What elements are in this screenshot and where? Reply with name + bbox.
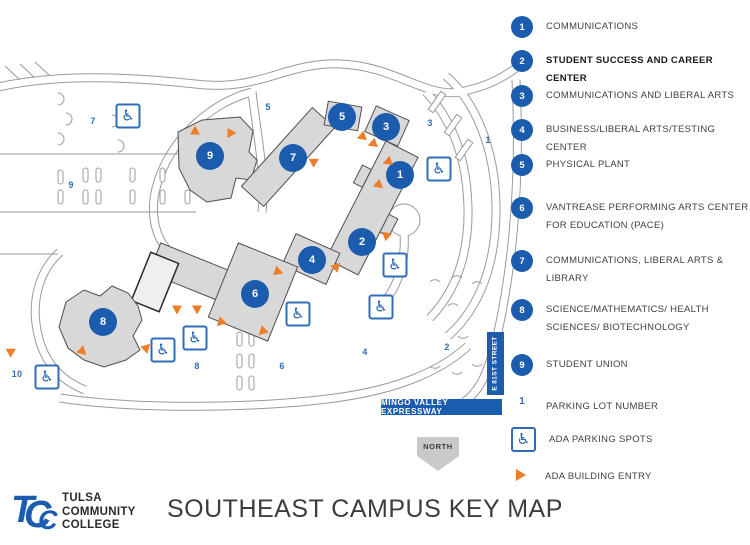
legend-circle-3: 3: [511, 85, 533, 107]
legend-label-parking-lot-number: PARKING LOT NUMBER: [546, 401, 659, 412]
legend-item-ada-entry: ADA BUILDING ENTRY: [511, 466, 749, 486]
svg-text:C: C: [24, 494, 52, 533]
legend-label-1: COMMUNICATIONS: [546, 21, 639, 32]
page-title: SOUTHEAST CAMPUS KEY MAP: [167, 495, 563, 523]
legend-label-2: STUDENT SUCCESS AND CAREER CENTER: [546, 55, 713, 84]
legend-circle-2: 2: [511, 50, 533, 72]
ada-wheelchair-icon: ♿: [511, 427, 536, 452]
legend-item-8: 8 SCIENCE/MATHEMATICS/ HEALTH SCIENCES/ …: [511, 299, 749, 337]
legend-circle-7: 7: [511, 250, 533, 272]
tcc-logo-wordmark: TULSA COMMUNITY COLLEGE: [62, 492, 136, 533]
logo-line-community: COMMUNITY: [62, 505, 136, 518]
legend-item-1: 1 COMMUNICATIONS: [511, 16, 749, 38]
logo-line-college: COLLEGE: [62, 519, 120, 532]
building-3-shape: [364, 105, 410, 147]
legend-circle-4: 4: [511, 119, 533, 141]
legend-item-4: 4 BUSINESS/LIBERAL ARTS/TESTING CENTER: [511, 119, 749, 157]
street-label-e-81st: E 81ST STREET: [487, 332, 504, 395]
legend-item-parking-lot-number: 1 PARKING LOT NUMBER: [511, 396, 749, 416]
north-arrow-point: [417, 456, 459, 471]
legend-label-5: PHYSICAL PLANT: [546, 159, 631, 170]
legend-circle-9: 9: [511, 354, 533, 376]
building-5-shape: [323, 100, 363, 132]
tcc-logo: T C C: [11, 487, 62, 538]
legend-label-ada-entry: ADA BUILDING ENTRY: [545, 471, 652, 482]
svg-text:C: C: [38, 505, 58, 533]
building-8-shape: [58, 285, 143, 368]
legend-item-5: 5 PHYSICAL PLANT: [511, 154, 749, 176]
legend-item-2: 2 STUDENT SUCCESS AND CAREER CENTER: [511, 50, 749, 88]
legend-item-7: 7 COMMUNICATIONS, LIBERAL ARTS & LIBRARY: [511, 250, 749, 288]
logo-line-tulsa: TULSA: [62, 492, 102, 504]
legend-item-6: 6 VANTREASE PERFORMING ARTS CENTER FOR E…: [511, 197, 749, 235]
legend-label-ada-parking: ADA PARKING SPOTS: [549, 434, 653, 445]
legend-label-9: STUDENT UNION: [546, 359, 628, 370]
legend-label-7: COMMUNICATIONS, LIBERAL ARTS & LIBRARY: [546, 255, 724, 284]
legend-item-ada-parking: ♿ ADA PARKING SPOTS: [511, 427, 749, 452]
legend-circle-1: 1: [511, 16, 533, 38]
ada-entry-triangle-icon: [516, 469, 526, 481]
north-label: NORTH: [417, 437, 459, 456]
legend-circle-6: 6: [511, 197, 533, 219]
svg-text:T: T: [14, 489, 37, 531]
north-arrow-icon: NORTH: [417, 437, 459, 471]
campus-buildings: [58, 100, 419, 368]
parking-lot-number-symbol: 1: [519, 396, 525, 407]
legend-item-9: 9 STUDENT UNION: [511, 354, 749, 376]
legend-label-8: SCIENCE/MATHEMATICS/ HEALTH SCIENCES/ BI…: [546, 304, 709, 333]
legend-label-4: BUSINESS/LIBERAL ARTS/TESTING CENTER: [546, 124, 716, 153]
legend-circle-8: 8: [511, 299, 533, 321]
legend-item-3: 3 COMMUNICATIONS AND LIBERAL ARTS: [511, 85, 749, 107]
legend-circle-5: 5: [511, 154, 533, 176]
parking-lot-lines: [0, 61, 483, 391]
legend-label-6: VANTREASE PERFORMING ARTS CENTER FOR EDU…: [546, 202, 749, 231]
pace-fly-tower-shape: [130, 251, 180, 313]
legend-label-3: COMMUNICATIONS AND LIBERAL ARTS: [546, 90, 735, 101]
building-6-shape: [207, 242, 299, 342]
street-label-mingo-valley-expressway: MINGO VALLEY EXPRESSWAY: [381, 398, 502, 416]
